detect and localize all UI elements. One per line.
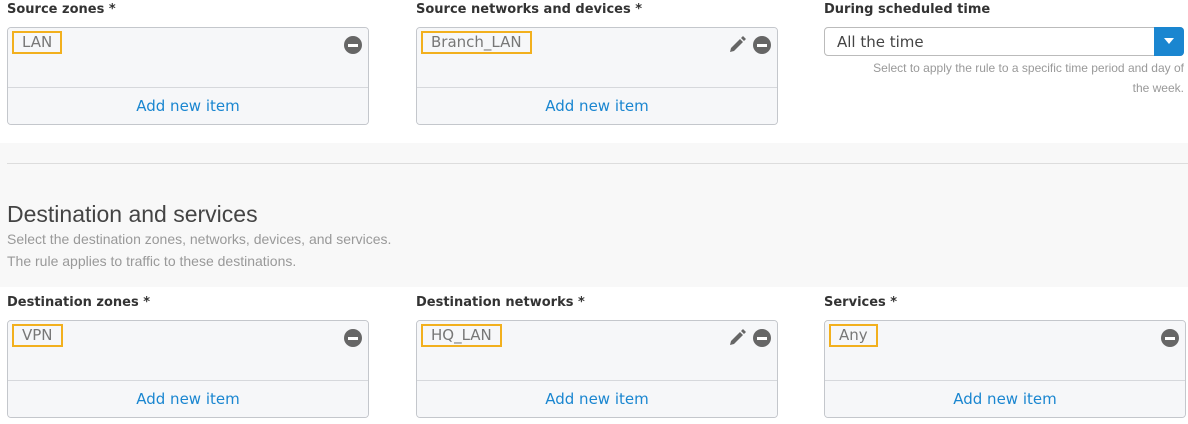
destination-zones-box: VPN Add new item <box>7 320 369 418</box>
destination-networks-label: Destination networks * <box>416 295 585 310</box>
add-source-network-button[interactable]: Add new item <box>417 87 777 124</box>
add-source-zone-button[interactable]: Add new item <box>8 87 368 124</box>
list-item: LAN <box>12 31 63 54</box>
schedule-label: During scheduled time <box>824 2 991 17</box>
source-networks-label: Source networks and devices * <box>416 2 643 17</box>
pencil-icon[interactable] <box>727 35 747 55</box>
list-item: HQ_LAN <box>421 324 502 347</box>
remove-icon[interactable] <box>1161 329 1179 347</box>
list-item: Branch_LAN <box>421 31 532 54</box>
pencil-icon[interactable] <box>727 328 747 348</box>
schedule-value: All the time <box>837 33 924 51</box>
section-title: Destination and services <box>7 201 258 227</box>
section-description: Select the destination zones, networks, … <box>7 231 392 247</box>
source-networks-box: Branch_LAN Add new item <box>416 27 778 125</box>
remove-icon[interactable] <box>753 329 771 347</box>
divider <box>7 163 1188 164</box>
list-item: Any <box>829 324 878 347</box>
destination-section: Destination and services Select the dest… <box>0 143 1188 287</box>
schedule-help: Select to apply the rule to a specific t… <box>873 61 1184 95</box>
destination-zones-label: Destination zones * <box>7 295 151 310</box>
section-description-2: The rule applies to traffic to these des… <box>7 253 297 269</box>
add-destination-network-button[interactable]: Add new item <box>417 380 777 417</box>
schedule-select[interactable]: All the time <box>824 27 1184 56</box>
services-label: Services * <box>824 295 898 310</box>
add-destination-zone-button[interactable]: Add new item <box>8 380 368 417</box>
add-service-button[interactable]: Add new item <box>825 380 1185 417</box>
source-zones-label: Source zones * <box>7 2 116 17</box>
chevron-down-icon[interactable] <box>1154 27 1184 56</box>
services-box: Any Add new item <box>824 320 1186 418</box>
destination-networks-box: HQ_LAN Add new item <box>416 320 778 418</box>
remove-icon[interactable] <box>344 329 362 347</box>
remove-icon[interactable] <box>344 36 362 54</box>
list-item: VPN <box>12 324 63 347</box>
source-zones-box: LAN Add new item <box>7 27 369 125</box>
remove-icon[interactable] <box>753 36 771 54</box>
